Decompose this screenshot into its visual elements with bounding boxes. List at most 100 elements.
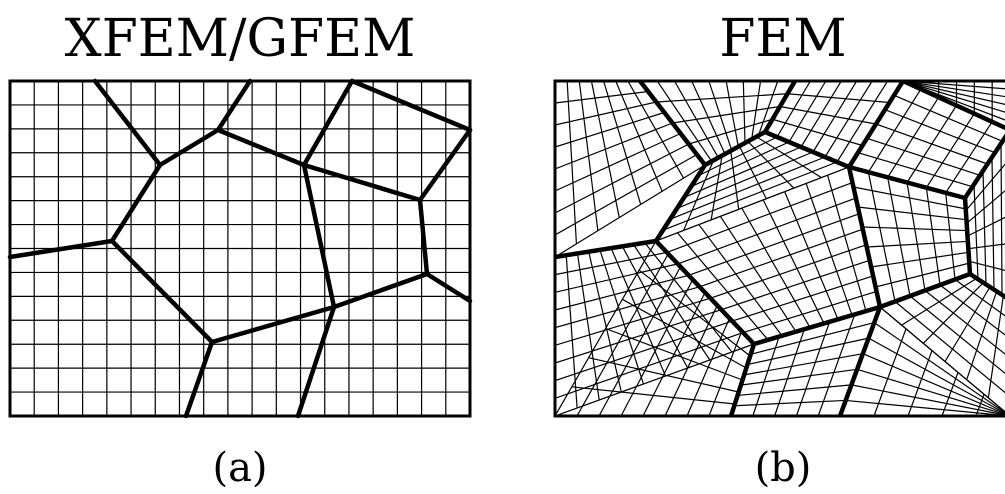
mesh-line [555, 343, 755, 416]
mesh-line [571, 386, 735, 405]
mesh-line [772, 118, 863, 147]
panel-b-title: FEM [719, 9, 846, 69]
mesh-line [697, 136, 778, 177]
grain-boundary [762, 81, 798, 135]
mesh-line [867, 172, 896, 302]
mesh-line [732, 275, 874, 322]
mesh-line [576, 253, 600, 401]
mesh-line [662, 161, 838, 231]
mesh-line [672, 105, 781, 124]
mesh-line [699, 228, 863, 288]
mesh-line [871, 251, 969, 268]
mesh-line [941, 372, 959, 416]
mesh-line [907, 350, 933, 416]
mesh-line [622, 298, 747, 369]
grain-boundary [301, 162, 337, 310]
grain-boundary [295, 304, 337, 419]
grain-boundary [751, 304, 883, 347]
grain-boundary [962, 133, 1005, 201]
mesh-line [666, 181, 853, 254]
grain-boundary [331, 271, 430, 310]
mesh-line [737, 384, 852, 397]
mesh-line [862, 226, 968, 232]
mesh-line [987, 295, 1004, 398]
grain-boundary [846, 81, 906, 170]
mesh-line [734, 399, 846, 407]
mesh-line [875, 262, 970, 288]
grain-boundary [301, 78, 355, 168]
mesh-line [555, 122, 673, 170]
mesh-line [965, 163, 1005, 212]
grain-boundary [417, 197, 430, 277]
mesh-line [730, 150, 740, 210]
mesh-line [817, 314, 856, 416]
grain-boundary [846, 164, 883, 310]
mesh-line [742, 290, 877, 334]
mesh-line [845, 399, 1005, 416]
structured-mesh [10, 81, 470, 416]
mesh-line [710, 244, 867, 299]
grain-boundary [728, 341, 757, 416]
mesh-line [750, 321, 875, 355]
mesh-line [683, 160, 715, 231]
mesh-line [741, 207, 811, 328]
mesh-line [902, 81, 1005, 98]
mesh-line [555, 90, 649, 104]
mesh-line [688, 213, 860, 276]
mesh-line [676, 151, 814, 209]
mesh-line [740, 368, 858, 386]
mesh-line [887, 177, 911, 297]
mesh-line [555, 309, 722, 364]
mesh-line [922, 282, 984, 344]
mesh-line [555, 286, 700, 329]
mesh-line [588, 251, 622, 393]
mesh-line [644, 242, 733, 353]
mesh-line [669, 156, 826, 220]
grain-boundary [157, 127, 221, 168]
mesh-line [588, 357, 739, 393]
mesh-line [676, 232, 769, 341]
mesh-line [851, 384, 1005, 416]
conforming-mesh [555, 81, 1005, 416]
mesh-line [690, 141, 790, 188]
mesh-line [774, 329, 805, 416]
mesh-line [610, 247, 667, 377]
mesh-line [555, 320, 733, 382]
grain-boundary [637, 81, 708, 168]
grain-boundary [967, 271, 1005, 300]
mesh-line [969, 260, 1005, 272]
grain-boundary [653, 162, 708, 244]
grain-boundary [424, 271, 473, 304]
mesh-line [555, 153, 698, 236]
mesh-line [555, 331, 744, 399]
grain-boundary [702, 129, 768, 168]
mesh-line [826, 175, 867, 312]
mesh-line [787, 93, 890, 104]
grain-boundary [653, 238, 757, 347]
grain-boundary [846, 164, 968, 201]
mesh-line [762, 199, 825, 324]
mesh-line [902, 81, 1005, 113]
mesh-line [779, 105, 877, 125]
mesh-line [565, 255, 578, 409]
panel-a-label: (a) [212, 445, 267, 491]
mesh-line [866, 240, 968, 248]
domain-frame-a [8, 79, 472, 418]
mesh-line [975, 393, 985, 416]
mesh-line [677, 197, 857, 265]
mesh-line [599, 249, 645, 385]
mesh-line [710, 155, 723, 220]
grain-boundary [215, 127, 307, 168]
mesh-line [866, 137, 981, 176]
mesh-line [784, 191, 839, 320]
grain-boundary [109, 238, 215, 345]
mesh-line [555, 143, 690, 214]
mesh-line [688, 118, 773, 145]
mesh-line [944, 286, 991, 362]
domain-frame-b [553, 79, 1005, 418]
mesh-line [555, 132, 681, 192]
grain-boundary [555, 238, 659, 260]
grain-boundaries-a [7, 78, 473, 419]
mesh-line [893, 94, 1003, 142]
